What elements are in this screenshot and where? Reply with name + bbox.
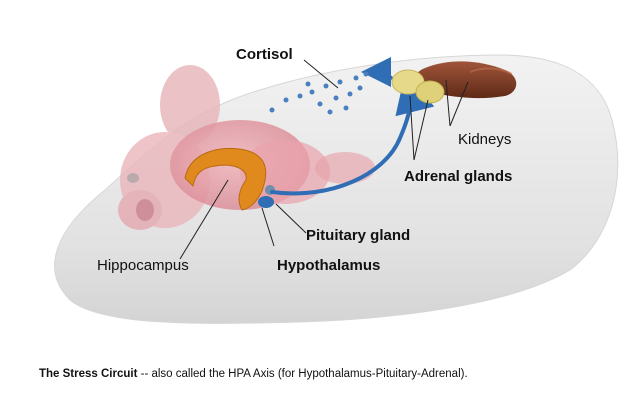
figure-caption: The Stress Circuit -- also called the HP… — [39, 368, 619, 380]
label-cortisol: Cortisol — [236, 46, 293, 63]
hypothalamus-shape — [258, 196, 274, 208]
label-hippocampus: Hippocampus — [97, 257, 189, 274]
label-pituitary-gland: Pituitary gland — [306, 227, 410, 244]
label-kidneys: Kidneys — [458, 131, 511, 148]
caption-text: -- also called the HPA Axis (for Hypotha… — [137, 368, 468, 380]
adrenal-glands — [391, 69, 445, 104]
leader-lines — [179, 59, 469, 260]
hpa-axis-diagram: Cortisol Kidneys Adrenal glands Pituitar… — [54, 46, 619, 324]
label-adrenal-glands: Adrenal glands — [404, 168, 512, 185]
label-hypothalamus: Hypothalamus — [277, 257, 380, 274]
hippocampus-shape — [184, 147, 267, 211]
cortisol-dots — [269, 71, 369, 115]
caption-title: The Stress Circuit — [39, 368, 138, 380]
